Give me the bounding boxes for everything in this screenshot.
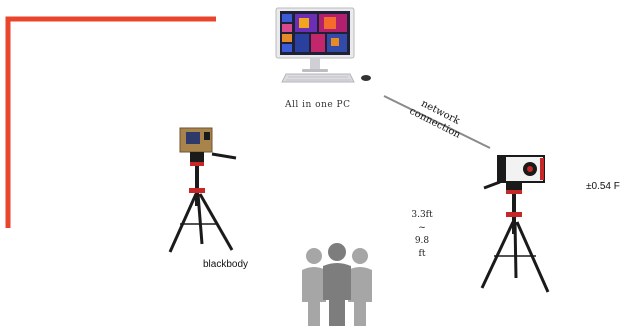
- distance-line1: 3.3ft: [411, 210, 433, 220]
- distance-line3: 9.8: [414, 236, 430, 246]
- keyboard-icon: [281, 73, 371, 83]
- blackbody-label: blackbody: [203, 259, 249, 270]
- pc-label: All in one PC: [285, 100, 351, 110]
- blackbody-device-icon: [168, 127, 237, 253]
- people-group-icon: [302, 243, 372, 326]
- distance-line2: ~: [418, 223, 426, 233]
- accuracy-label: ±0.54 F: [586, 181, 620, 192]
- distance-line4: ft: [418, 249, 426, 259]
- all-in-one-pc-icon: [275, 7, 355, 72]
- network-connection-line: [383, 95, 491, 149]
- distance-label: 3.3ft ~ 9.8 ft: [402, 209, 442, 261]
- thermal-camera-icon: [480, 155, 550, 293]
